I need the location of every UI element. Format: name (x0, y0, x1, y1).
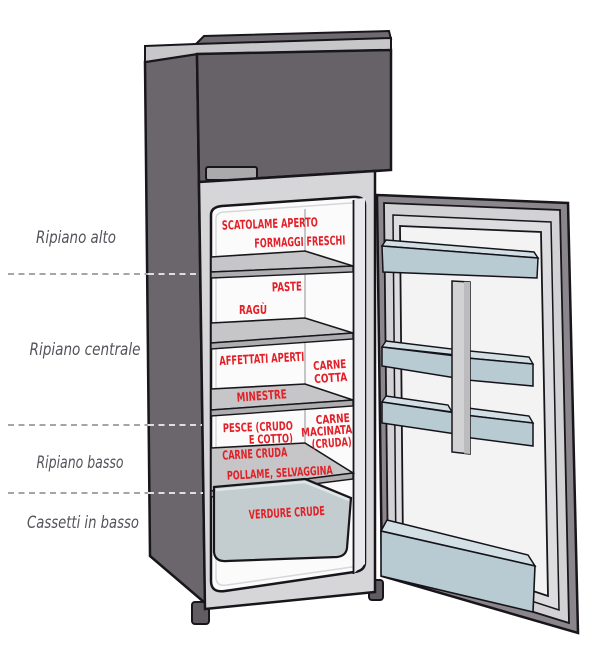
label-carne-cotta-line2: COTTA (314, 370, 348, 386)
vegetable-drawer (212, 477, 353, 563)
label-carne-macinata-line2: MACINATA (301, 422, 353, 440)
freezer-door (195, 48, 393, 184)
annotation-ripiano-basso: Ripiano basso (37, 453, 124, 472)
label-carne-cruda: CARNE CRUDA (222, 444, 288, 462)
label-pollame-selvaggina: POLLAME, SELVAGGINA (226, 463, 333, 483)
vegetable-drawer-rim (215, 480, 350, 502)
annotation-ripiano-alto: Ripiano alto (36, 228, 116, 247)
annotation-ripiano-centrale: Ripiano centrale (30, 340, 141, 359)
label-carne-macinata-line3: (CRUDA) (311, 435, 352, 452)
label-minestre: MINESTRE (236, 386, 287, 404)
label-paste: PASTE (272, 278, 303, 294)
interior-right-flange (353, 198, 365, 574)
label-pesce-line2: E COTTO) (249, 431, 293, 447)
annotation-cassetti-in-basso: Cassetti in basso (27, 513, 139, 532)
cabinet-side-panel (143, 52, 207, 606)
section-annotations: Ripiano alto Ripiano centrale Ripiano ba… (8, 228, 203, 532)
food-labels: SCATOLAME APERTO FORMAGGI FRESCHI PASTE … (219, 214, 353, 522)
label-carne-cotta-line1: CARNE (313, 357, 347, 373)
fridge-door-open (375, 193, 580, 635)
door-bin-top (381, 245, 539, 279)
label-affettati-aperti: AFFETTATI APERTI (219, 349, 305, 368)
label-ragu: RAGÙ (239, 302, 267, 317)
door-bin-bottom (380, 529, 536, 614)
label-carne-macinata-line1: CARNE (315, 411, 350, 427)
label-pesce-line1: PESCE (CRUDO (223, 419, 293, 435)
label-scatolame-aperto: SCATOLAME APERTO (222, 214, 318, 232)
fridge-interior (209, 195, 367, 593)
door-divider-shade (464, 281, 470, 454)
label-formaggi-freschi: FORMAGGI FRESCHI (254, 232, 345, 250)
label-verdure-crude: VERDURE CRUDE (248, 503, 325, 522)
